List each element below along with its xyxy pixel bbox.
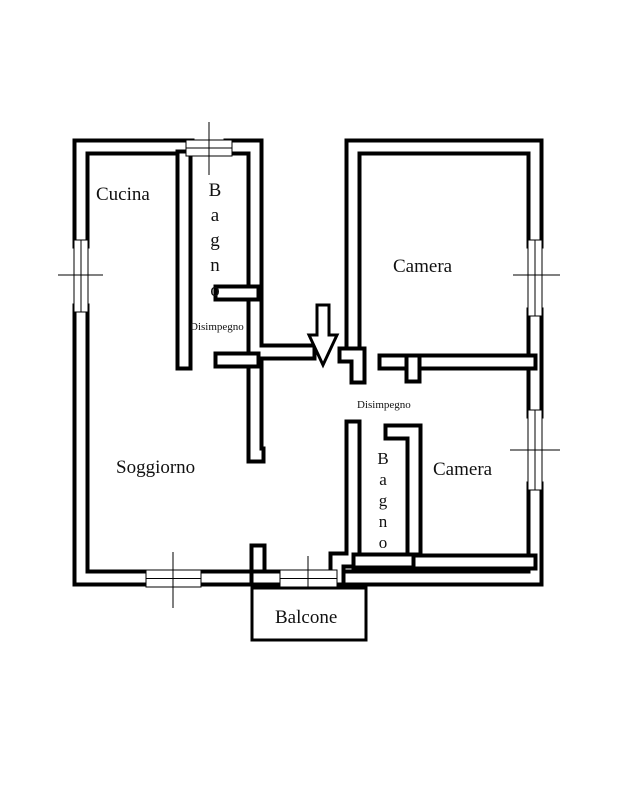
room-label-soggiorno: Soggiorno xyxy=(116,457,196,478)
bagno-letter: o xyxy=(210,280,220,301)
bagno-letter: B xyxy=(377,449,389,468)
bagno-letter: n xyxy=(210,255,220,276)
wall xyxy=(387,427,419,567)
wall xyxy=(196,547,263,583)
wall xyxy=(341,350,363,381)
wall xyxy=(227,142,313,357)
room-label-camera-bottom: Camera xyxy=(433,459,493,480)
wall xyxy=(76,142,191,245)
balcone-outline xyxy=(250,586,368,642)
room-label-balcone: Balcone xyxy=(275,607,338,628)
wall xyxy=(348,142,540,360)
bagno-letter: a xyxy=(210,205,220,226)
windows xyxy=(58,122,560,608)
wall xyxy=(250,361,262,460)
room-label-camera-top: Camera xyxy=(393,256,453,277)
wall xyxy=(332,423,358,583)
bagno-letter: g xyxy=(210,230,220,251)
bagno-letter: n xyxy=(378,512,388,531)
wall xyxy=(76,307,151,583)
down-arrow-icon xyxy=(306,303,340,369)
bagno-letter: g xyxy=(378,491,388,510)
room-label-cucina: Cucina xyxy=(96,184,150,205)
room-label-disimpegno-left: Disimpegno xyxy=(190,321,244,333)
walls xyxy=(72,138,544,587)
wall xyxy=(332,485,540,583)
wall xyxy=(344,138,544,364)
bagno-letter: B xyxy=(208,180,222,201)
wall xyxy=(72,303,155,587)
room-label-disimpegno-right: Disimpegno xyxy=(357,399,411,411)
bagno-letter: a xyxy=(379,470,387,489)
bagno-letter: o xyxy=(378,533,388,552)
